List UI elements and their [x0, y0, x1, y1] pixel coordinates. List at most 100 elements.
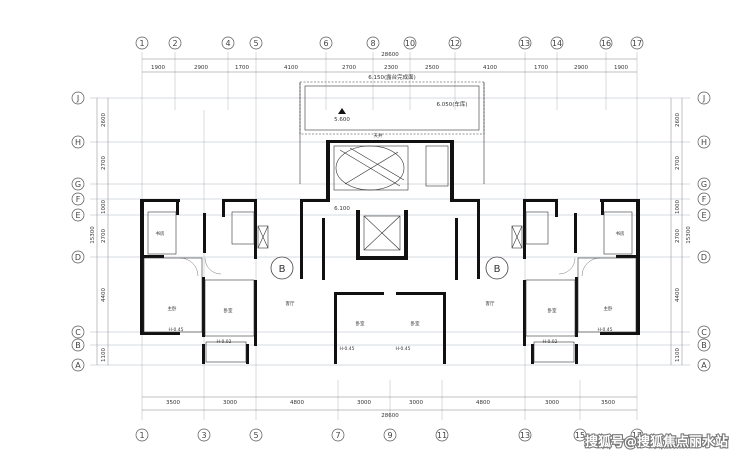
axis-bubble-bottom: 13	[518, 428, 532, 442]
svg-text:9: 9	[387, 431, 392, 440]
svg-text:17: 17	[632, 39, 642, 48]
axis-bubble-bottom: 11	[435, 428, 449, 442]
svg-text:13: 13	[520, 39, 530, 48]
svg-text:4: 4	[225, 39, 230, 48]
svg-text:1: 1	[139, 39, 144, 48]
dimensions-left: 2600 2700 1000 2700 4400 1100 15300	[90, 113, 107, 362]
svg-text:F: F	[702, 195, 707, 204]
room-label: 客厅	[286, 300, 295, 307]
dim-side: 1100	[675, 348, 681, 362]
dim-bottom: 4800	[290, 400, 304, 406]
top-terrace-outline	[299, 81, 485, 184]
axis-bubble-top: 16	[599, 36, 613, 50]
axis-bubbles-top: 1 2 4 5 6 8 10 12 13 14 16 17	[135, 36, 644, 50]
dim-top: 2700	[342, 65, 356, 71]
svg-text:E: E	[701, 211, 706, 220]
dim-side: 4400	[675, 288, 681, 302]
svg-text:C: C	[701, 328, 707, 337]
elevation-label: H-0.45	[395, 346, 410, 352]
axis-bubble-right: F	[697, 192, 711, 206]
elevation-label: H-0.45	[168, 327, 183, 333]
axis-bubble-top: 6	[319, 36, 333, 50]
axis-bubble-left: J	[71, 91, 85, 105]
axis-bubble-bottom: 15	[573, 428, 587, 442]
axis-bubble-right: D	[697, 250, 711, 264]
dim-top: 2500	[425, 65, 439, 71]
room-label: 卧室	[548, 307, 557, 314]
unit-marker-right: B	[485, 256, 509, 280]
dim-side: 2600	[101, 113, 107, 127]
svg-text:16: 16	[601, 39, 611, 48]
axis-bubble-left: H	[71, 135, 85, 149]
axis-bubble-left: B	[71, 338, 85, 352]
right-unit-walls	[396, 199, 640, 364]
dim-side-total: 15300	[90, 226, 96, 244]
svg-text:D: D	[75, 253, 81, 262]
elevation-label: H-0.02	[216, 339, 231, 345]
svg-text:5: 5	[253, 39, 258, 48]
north-marker-icon	[338, 108, 346, 114]
room-label: 卧室	[411, 320, 420, 327]
dim-top: 1900	[151, 65, 165, 71]
svg-text:J: J	[702, 94, 705, 103]
svg-text:11: 11	[437, 431, 447, 440]
unit-marker-left-label: B	[279, 264, 286, 275]
axis-bubbles-bottom: 1 3 5 7 9 11 13 15 17	[135, 428, 644, 442]
dim-top: 4100	[483, 65, 497, 71]
svg-text:12: 12	[450, 39, 460, 48]
svg-text:B: B	[701, 341, 707, 350]
svg-text:10: 10	[405, 39, 415, 48]
svg-text:6: 6	[323, 39, 328, 48]
dim-top: 1900	[614, 65, 628, 71]
axis-bubble-top: 12	[448, 36, 462, 50]
axis-bubble-right: E	[697, 208, 711, 222]
dim-top: 4100	[284, 65, 298, 71]
elevation-label: 6.100	[334, 206, 350, 212]
dim-side: 2700	[675, 229, 681, 243]
svg-text:J: J	[76, 94, 79, 103]
axis-bubble-left: C	[71, 325, 85, 339]
axis-bubble-right: H	[697, 135, 711, 149]
svg-text:D: D	[701, 253, 707, 262]
axis-bubble-right: A	[697, 358, 711, 372]
dim-bottom: 3000	[409, 400, 423, 406]
elevation-label: H-0.45	[597, 327, 612, 333]
room-labels: 天井 书房 主卧 卧室 客厅 卧室 卧室 客厅 卧室 主卧 书房	[156, 132, 625, 327]
svg-text:5: 5	[253, 431, 258, 440]
dim-bottom: 3000	[545, 400, 559, 406]
dim-side: 2700	[101, 229, 107, 243]
unit-marker-right-label: B	[494, 264, 501, 275]
dim-side: 1000	[675, 200, 681, 214]
axis-bubbles-left: J H G F E D C B A	[71, 91, 85, 372]
elevation-label: 6.150(露台完成面)	[368, 73, 416, 81]
dim-top: 1700	[235, 65, 249, 71]
elevation-label: H-0.02	[542, 339, 557, 345]
axis-bubble-right: J	[697, 91, 711, 105]
elevation-label: 6.050(车库)	[436, 100, 467, 108]
stair-core	[326, 140, 454, 260]
top-dimension-lines	[96, 58, 683, 411]
axis-bubble-top: 2	[168, 36, 182, 50]
axis-bubble-left: G	[71, 177, 85, 191]
room-label: 天井	[374, 132, 383, 139]
axis-bubble-left: E	[71, 208, 85, 222]
svg-text:13: 13	[520, 431, 530, 440]
room-label: 主卧	[168, 305, 177, 312]
dim-bottom: 3000	[223, 400, 237, 406]
dimensions-right: 2600 2700 1000 2700 4400 1100 15300	[675, 113, 692, 362]
axis-bubbles-right: J H G F E D C B A	[697, 91, 711, 372]
axis-bubble-left: F	[71, 192, 85, 206]
dim-side: 1100	[101, 348, 107, 362]
dim-side: 2600	[675, 113, 681, 127]
axis-bubble-top: 14	[550, 36, 564, 50]
dim-top: 1700	[534, 65, 548, 71]
axis-bubble-bottom: 3	[197, 428, 211, 442]
elevation-label: H-0.45	[339, 346, 354, 352]
elevation-label: 5.600	[334, 117, 350, 123]
svg-text:7: 7	[335, 431, 340, 440]
svg-text:A: A	[75, 361, 81, 370]
left-unit-walls	[140, 199, 384, 364]
svg-text:E: E	[75, 211, 80, 220]
axis-bubble-bottom: 9	[383, 428, 397, 442]
dim-side: 1000	[101, 200, 107, 214]
